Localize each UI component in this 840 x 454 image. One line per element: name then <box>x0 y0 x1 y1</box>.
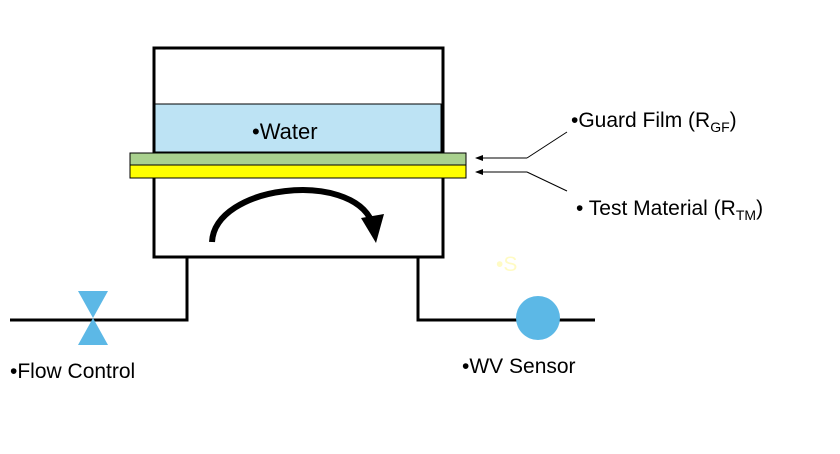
test-material-close-paren: ) <box>756 197 763 220</box>
circle-sensor-icon <box>516 296 560 340</box>
guard-film-label: •Guard Film (RGF) <box>571 109 737 135</box>
test-material-layer <box>129 164 467 179</box>
guard-film-subscript: GF <box>710 119 729 135</box>
guard-film-text: •Guard Film (R <box>571 109 710 132</box>
test-material-pointer <box>475 169 568 192</box>
flow-control-label: •Flow Control <box>10 360 135 383</box>
water-layer <box>154 103 442 153</box>
bowtie-valve-icon <box>78 291 108 345</box>
test-material-label: • Test Material (RTM) <box>576 197 763 223</box>
guard-film-layer <box>129 152 467 166</box>
test-material-subscript: TM <box>736 207 756 223</box>
inlet-pipe <box>10 257 189 322</box>
guard-film-pointer <box>475 131 568 161</box>
faint-s-label: •S <box>496 253 517 276</box>
guard-film-close-paren: ) <box>730 109 737 132</box>
curved-arrow-icon <box>209 187 384 243</box>
wv-sensor-label: •WV Sensor <box>462 355 576 378</box>
water-label: •Water <box>252 119 318 144</box>
test-material-text: • Test Material (R <box>576 197 736 220</box>
